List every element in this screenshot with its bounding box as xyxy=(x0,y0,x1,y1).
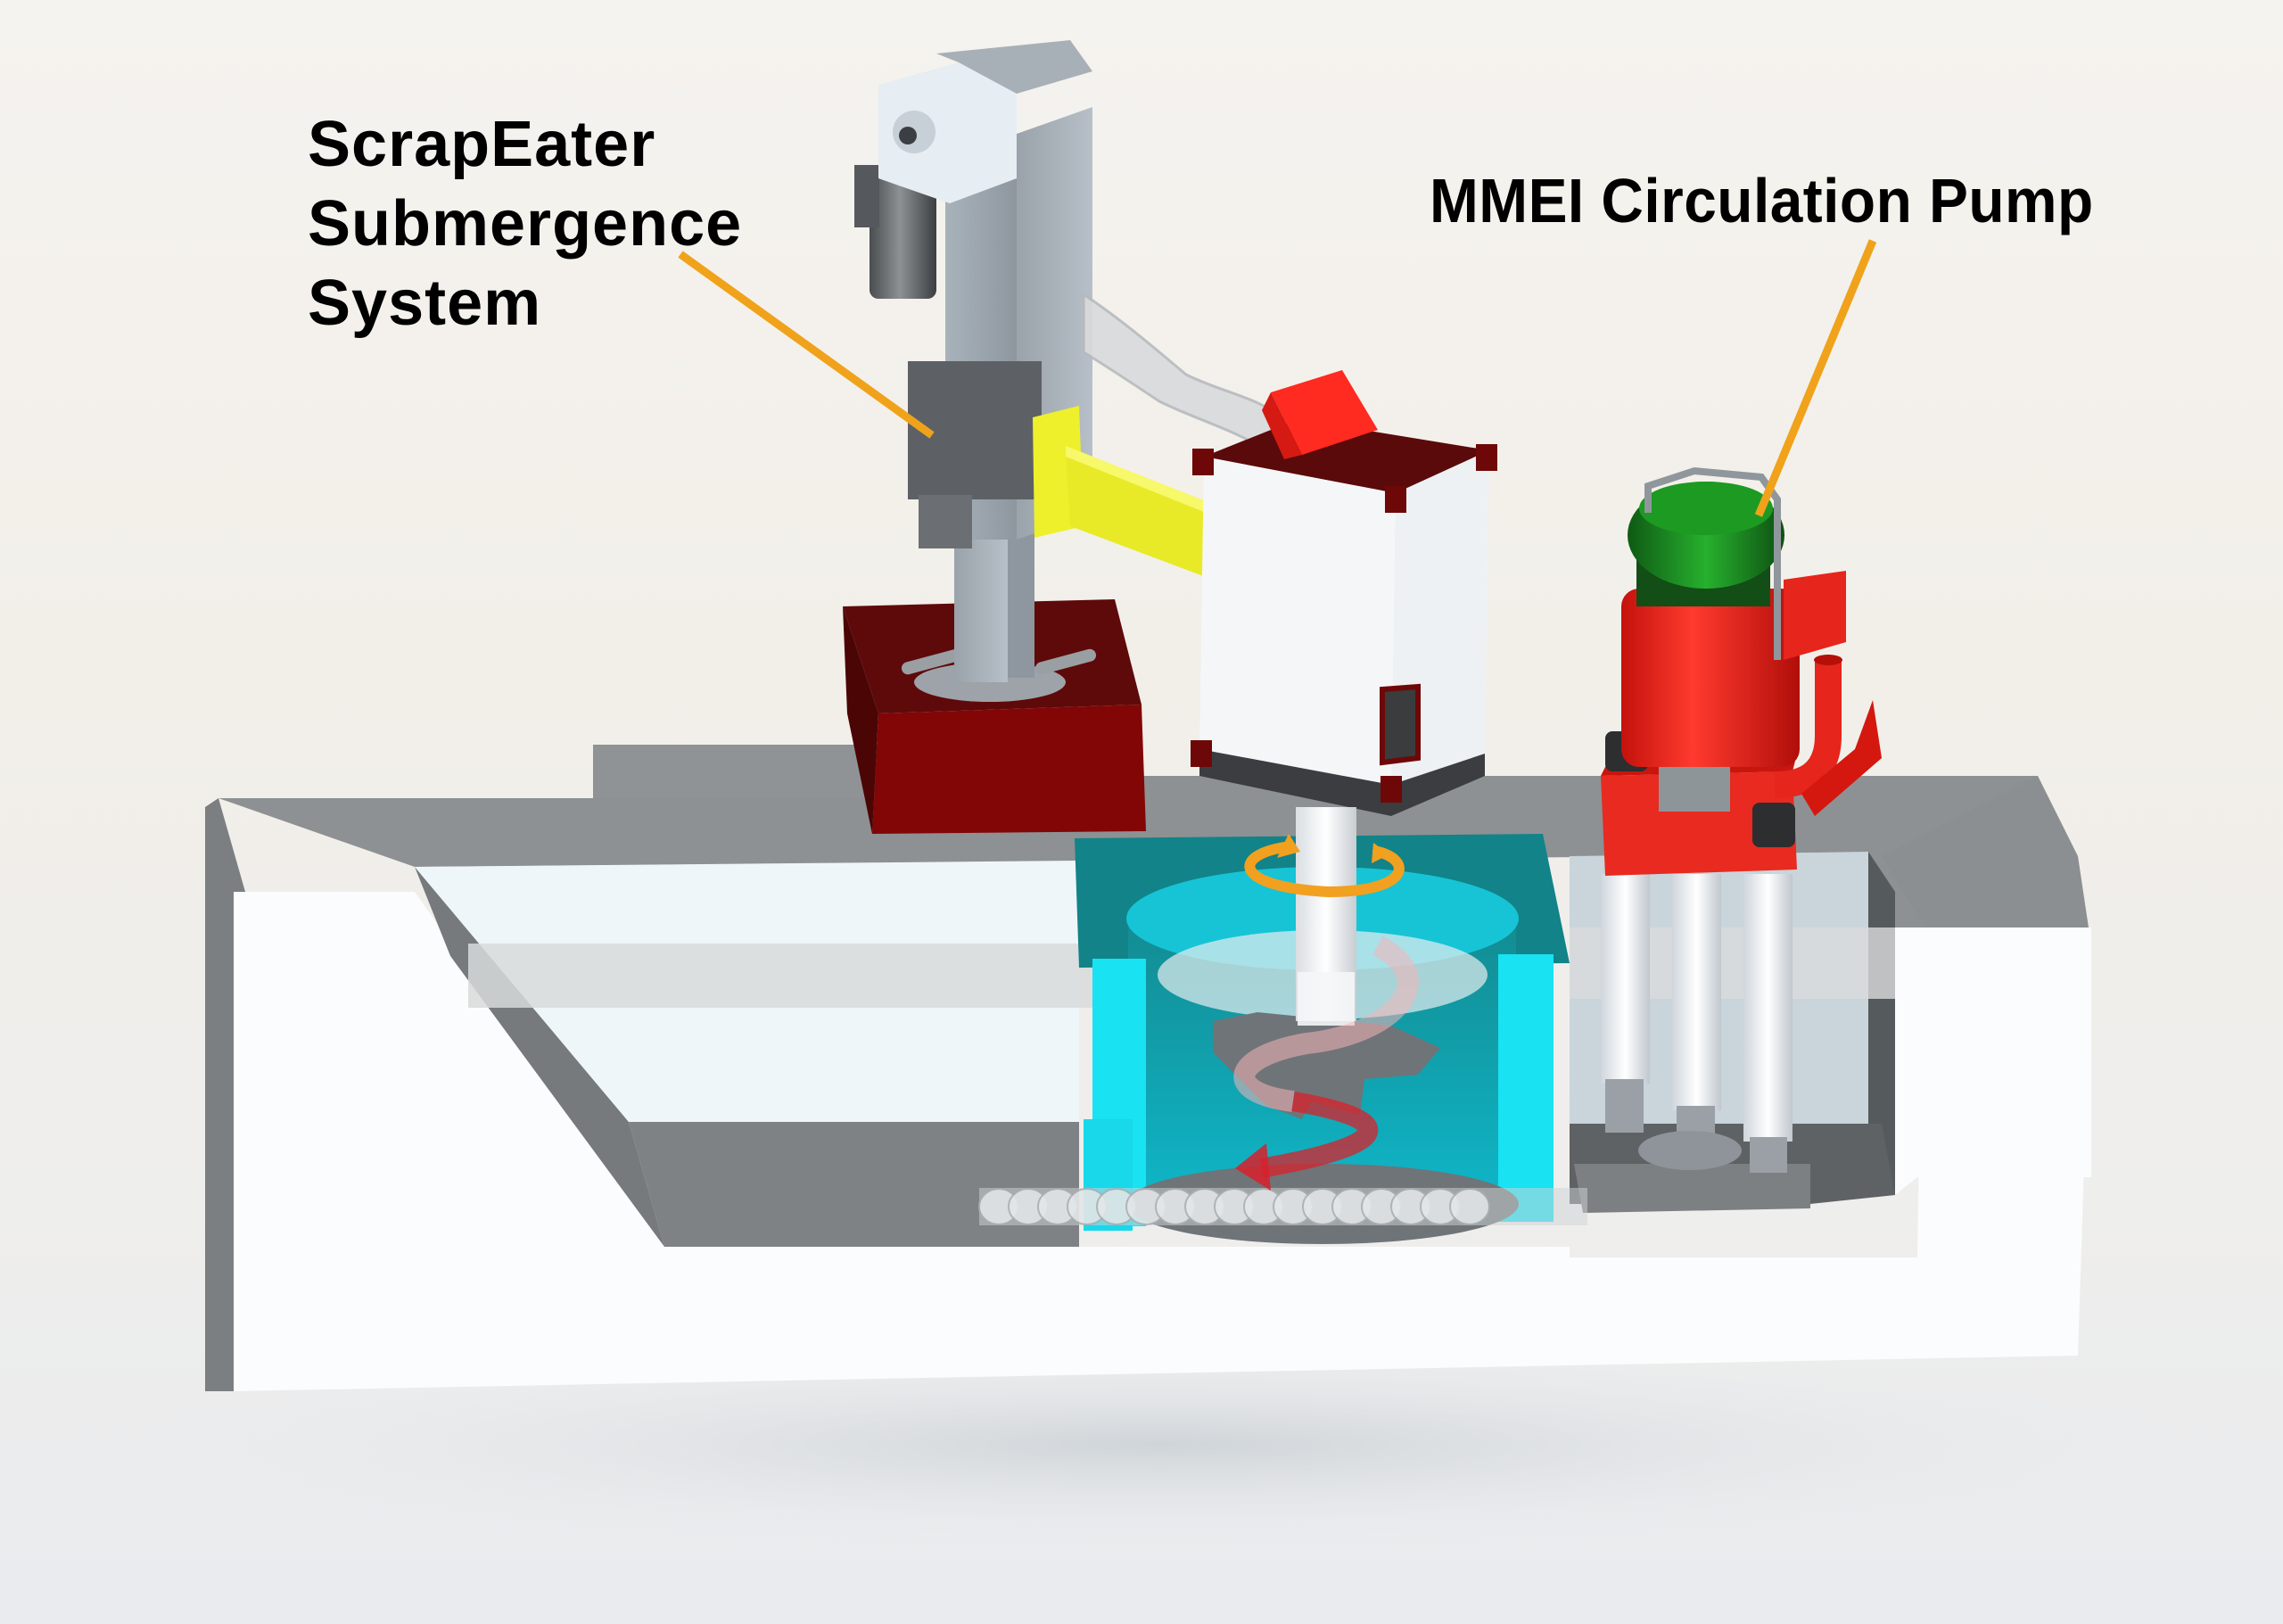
pump-column xyxy=(1672,874,1721,1110)
scrapeater-label-line-1: ScrapEater xyxy=(308,109,656,180)
pump-callout-label: MMEI Circulation Pump xyxy=(1430,166,2094,235)
base-handle xyxy=(1034,648,1097,675)
ground-shadow xyxy=(89,1338,2229,1552)
scrapeater-callout-label: ScrapEater Submergence System xyxy=(308,105,742,343)
flow-arrow-upper xyxy=(1233,936,1419,1112)
pump-column-lower xyxy=(1605,1079,1644,1133)
scrap-piece xyxy=(1449,1188,1490,1225)
housing-corner xyxy=(1381,776,1402,803)
melt-level-band xyxy=(468,944,1092,1008)
housing-corner xyxy=(1192,449,1214,475)
pump-pit-block xyxy=(1574,1164,1810,1213)
column-cap xyxy=(936,40,1092,94)
pump-columns xyxy=(1601,874,1793,1173)
scrapeater-label-line-3: System xyxy=(308,268,542,339)
pump-discharge-opening xyxy=(1814,655,1842,665)
gearbox-output-hole xyxy=(899,127,917,144)
housing-front xyxy=(1199,457,1396,785)
gear-motor xyxy=(870,165,936,299)
pump-column xyxy=(1743,874,1793,1142)
pump-guard-shroud xyxy=(1784,571,1846,660)
flow-arrow-lower xyxy=(1259,1092,1379,1178)
housing-corner xyxy=(1385,486,1406,513)
gear-motor-box xyxy=(854,165,879,227)
pump-discharge-elbow xyxy=(1774,660,1842,798)
support-arm xyxy=(1066,455,1213,580)
rotation-arrow-head xyxy=(1372,843,1389,863)
bath-inner-floor xyxy=(629,1122,1079,1247)
housing-lid-side xyxy=(1262,392,1302,459)
flow-arrow xyxy=(1233,936,1419,1191)
pump-column xyxy=(1601,874,1650,1084)
pump-impeller-housing xyxy=(1638,1131,1742,1170)
rotation-arrow-ring xyxy=(1244,842,1405,898)
scrapeater-label-line-2: Submergence xyxy=(308,188,743,260)
rotating-base-left xyxy=(843,606,878,834)
pump-deflector xyxy=(1801,700,1882,816)
housing-corner xyxy=(1191,740,1212,767)
housing-skirt xyxy=(1199,749,1485,816)
rotation-arrow-head xyxy=(1277,834,1300,858)
pump-melt-band xyxy=(1570,927,1895,999)
gearbox xyxy=(878,62,1017,203)
housing-lid xyxy=(1271,370,1378,455)
furnace-bath xyxy=(205,745,2091,1391)
pump-bumper xyxy=(1752,803,1795,847)
bath-right-top xyxy=(1882,776,2091,945)
bath-front-face xyxy=(234,892,2091,1391)
pump-column-lower xyxy=(1750,1137,1787,1173)
rotating-base-front xyxy=(872,705,1146,834)
pump-motor-cap xyxy=(1639,482,1773,535)
scrapeater-system xyxy=(843,40,1213,834)
pump-leader-line xyxy=(1754,239,1877,517)
submergence-housing xyxy=(1191,370,1497,816)
feed-chute xyxy=(1082,292,1286,453)
base-handle xyxy=(901,648,963,675)
scrap-stream xyxy=(978,1188,1587,1225)
pump-lifting-bail xyxy=(1644,466,1781,660)
housing-corner xyxy=(1476,444,1497,471)
support-arm-top xyxy=(1066,446,1213,515)
housing-door xyxy=(1380,683,1421,766)
well-right-pillar xyxy=(1498,954,1554,1222)
pump-guard xyxy=(1621,589,1800,767)
shaft-sleeve xyxy=(1298,972,1355,1026)
bath-right-block xyxy=(1895,927,2091,1195)
flow-arrow-head xyxy=(1235,1143,1271,1191)
scrapeater-leader-line xyxy=(678,251,935,439)
rotation-arrow xyxy=(1244,834,1405,898)
mmei-pump xyxy=(1601,466,1882,876)
pump-base-plate xyxy=(1601,771,1797,876)
column-carriage-lower xyxy=(919,495,972,548)
